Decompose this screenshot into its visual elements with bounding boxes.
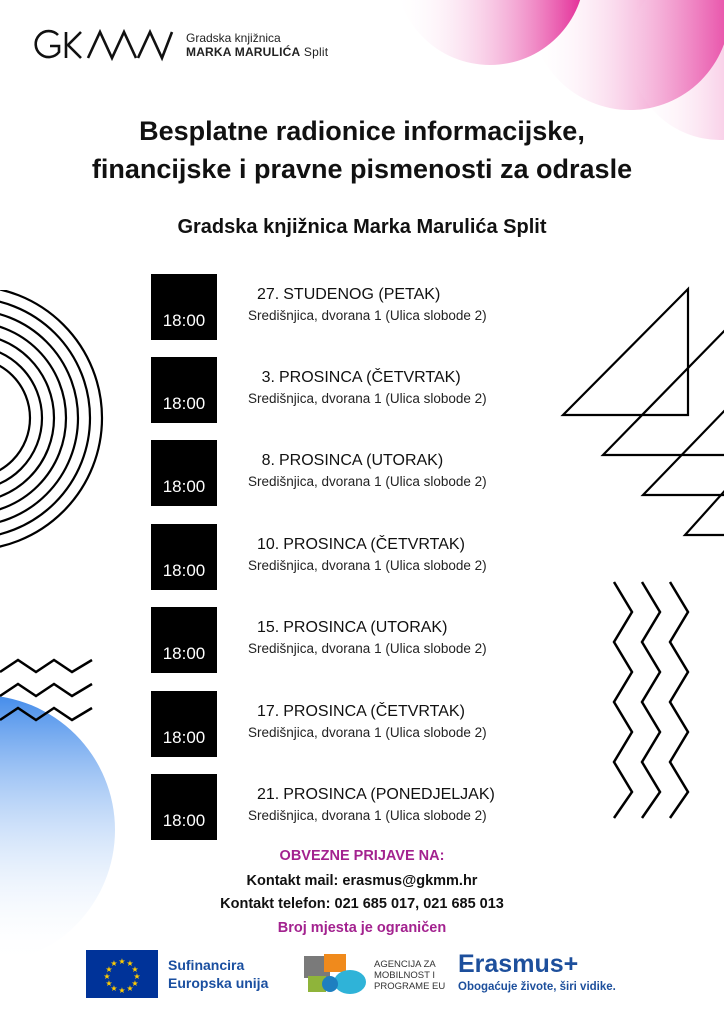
svg-text:★: ★ xyxy=(131,979,138,988)
event-row: 18:00 27.STUDENOG (PETAK) Središnjica, d… xyxy=(151,274,571,340)
zigzag-right-decoration xyxy=(612,581,690,819)
event-venue: Središnjica, dvorana 1 (Ulica slobode 2) xyxy=(248,641,487,656)
event-date: 27.STUDENOG (PETAK) xyxy=(257,286,441,303)
event-row: 18:00 8.PROSINCA (UTORAK) Središnjica, d… xyxy=(151,440,571,506)
svg-text:★: ★ xyxy=(118,957,125,966)
svg-text:★: ★ xyxy=(105,965,112,974)
contact-mail: Kontakt mail: erasmus@gkmm.hr xyxy=(246,873,478,889)
time-box: 18:00 xyxy=(151,691,217,757)
event-date: 17.PROSINCA (ČETVRTAK) xyxy=(257,703,465,720)
svg-text:★: ★ xyxy=(131,965,138,974)
time-box: 18:00 xyxy=(151,774,217,840)
event-date: 15.PROSINCA (UTORAK) xyxy=(257,619,448,636)
svg-text:★: ★ xyxy=(105,979,112,988)
triangles-decoration xyxy=(560,286,724,537)
svg-text:★: ★ xyxy=(103,972,110,981)
event-venue: Središnjica, dvorana 1 (Ulica slobode 2) xyxy=(248,391,487,406)
erasmus-logo: Erasmus+ Obogaćuje živote, širi vidike. xyxy=(458,950,668,993)
svg-text:★: ★ xyxy=(126,959,133,968)
registration-title: OBVEZNE PRIJAVE NA: xyxy=(279,848,445,864)
library-logo: Gradska knjižnica MARKA MARULIĆA Split xyxy=(34,28,328,62)
gkmm-logo-mark xyxy=(34,28,174,62)
event-venue: Središnjica, dvorana 1 (Ulica slobode 2) xyxy=(248,558,487,573)
eu-text: Sufinancira Europska unija xyxy=(168,957,269,991)
event-date: 10.PROSINCA (ČETVRTAK) xyxy=(257,536,465,553)
event-row: 18:00 15.PROSINCA (UTORAK) Središnjica, … xyxy=(151,607,571,673)
poster-title: Besplatne radionice informacijske, finan… xyxy=(0,112,724,188)
time-box: 18:00 xyxy=(151,274,217,340)
poster-subtitle: Gradska knjižnica Marka Marulića Split xyxy=(177,216,547,238)
event-row: 18:00 21.PROSINCA (PONEDJELJAK) Središnj… xyxy=(151,774,571,840)
erasmus-wordmark: Erasmus+ xyxy=(458,950,579,978)
event-row: 18:00 10.PROSINCA (ČETVRTAK) Središnjica… xyxy=(151,524,571,590)
svg-text:★: ★ xyxy=(110,984,117,993)
event-date: 21.PROSINCA (PONEDJELJAK) xyxy=(257,786,495,803)
svg-text:★: ★ xyxy=(110,959,117,968)
concentric-circles-decoration xyxy=(0,290,104,548)
svg-text:★: ★ xyxy=(126,984,133,993)
svg-text:★: ★ xyxy=(118,986,125,995)
contact-phone: Kontakt telefon: 021 685 017, 021 685 01… xyxy=(220,896,504,912)
seats-limited-note: Broj mjesta je ograničen xyxy=(277,920,447,936)
eu-cofunded-logo: ★ ★ ★ ★ ★ ★ ★ ★ ★ ★ ★ ★ Sufinancira Euro… xyxy=(86,950,268,998)
title-line1: Besplatne radionice informacijske, xyxy=(139,116,585,146)
event-row: 18:00 3.PROSINCA (ČETVRTAK) Središnjica,… xyxy=(151,357,571,423)
logo-line1: Gradska knjižnica xyxy=(186,31,281,45)
zigzag-left-decoration xyxy=(0,658,93,722)
event-row: 18:00 17.PROSINCA (ČETVRTAK) Središnjica… xyxy=(151,691,571,757)
time-box: 18:00 xyxy=(151,440,217,506)
event-venue: Središnjica, dvorana 1 (Ulica slobode 2) xyxy=(248,808,487,823)
event-venue: Središnjica, dvorana 1 (Ulica slobode 2) xyxy=(248,725,487,740)
library-logo-text: Gradska knjižnica MARKA MARULIĆA Split xyxy=(186,31,328,59)
time-box: 18:00 xyxy=(151,357,217,423)
event-date: 3.PROSINCA (ČETVRTAK) xyxy=(261,369,461,386)
event-date: 8.PROSINCA (UTORAK) xyxy=(261,452,444,469)
time-box: 18:00 xyxy=(151,607,217,673)
erasmus-tagline: Obogaćuje živote, širi vidike. xyxy=(458,981,616,993)
svg-text:★: ★ xyxy=(133,972,140,981)
agency-text: AGENCIJA ZA MOBILNOST I PROGRAME EU xyxy=(374,958,446,992)
event-venue: Središnjica, dvorana 1 (Ulica slobode 2) xyxy=(248,474,487,489)
eu-flag-icon: ★ ★ ★ ★ ★ ★ ★ ★ ★ ★ ★ ★ xyxy=(86,950,158,998)
event-venue: Središnjica, dvorana 1 (Ulica slobode 2) xyxy=(248,308,487,323)
time-box: 18:00 xyxy=(151,524,217,590)
logo-line2: MARKA MARULIĆA Split xyxy=(186,45,329,59)
agency-icon xyxy=(304,954,366,994)
agency-logo: AGENCIJA ZA MOBILNOST I PROGRAME EU xyxy=(302,950,445,1000)
title-line2: financijske i pravne pismenosti za odras… xyxy=(91,154,633,184)
